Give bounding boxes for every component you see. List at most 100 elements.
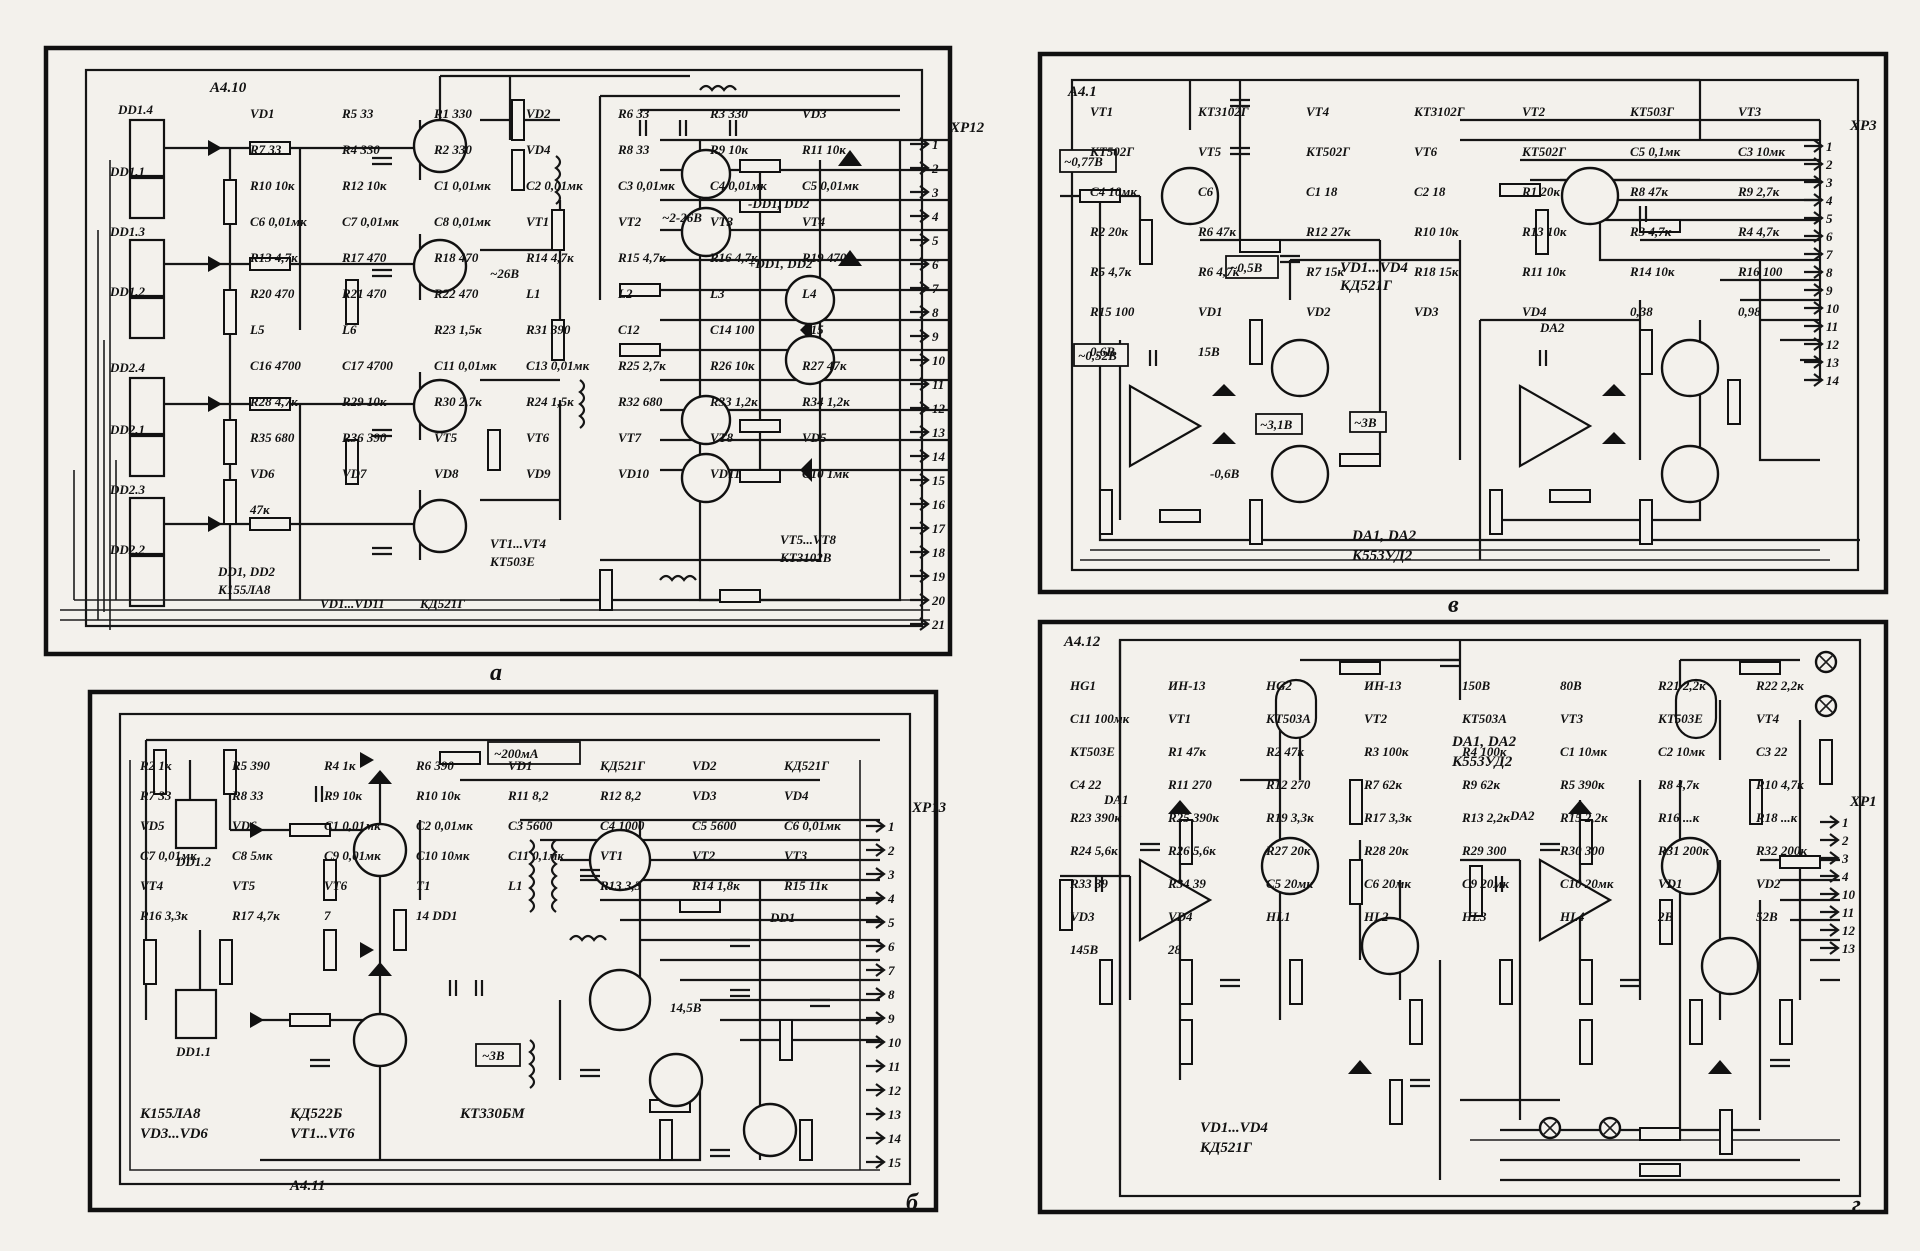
- diode-vd2: [1212, 432, 1236, 444]
- panel-a-transistors: [412, 118, 836, 554]
- part-label: C7 0,01мк: [140, 848, 197, 863]
- part-label: 80В: [1560, 678, 1582, 693]
- resistor: [249, 141, 291, 155]
- panel-b: А4.11 XP13 б DD1.2 DD1.1: [87, 689, 947, 1216]
- part-label: R3 330: [709, 106, 748, 121]
- part-label: VD5: [140, 818, 165, 833]
- part-label: 28: [1167, 942, 1182, 957]
- part-label: R5 390: [231, 758, 270, 773]
- connector-pin-label: 14: [1826, 373, 1840, 388]
- note: DA1, DA2: [1351, 528, 1417, 544]
- part-label: R14 4,7к: [525, 250, 574, 265]
- part-label: R1 330: [433, 106, 472, 121]
- part-label: VD10: [618, 466, 650, 481]
- connector-pin-arrow: [866, 819, 886, 833]
- part-label: T1: [416, 878, 430, 893]
- resistor: [511, 99, 525, 141]
- note: ~200мА: [494, 746, 539, 761]
- panel-a-chips: DD1.4 DD1.1 DD1.3 DD1.2 DD2.4 DD2.1 DD2.…: [109, 102, 166, 608]
- transistor-vt3: [1360, 916, 1420, 976]
- connector-pin-arrow: [910, 209, 930, 223]
- part-label: R7 33: [249, 142, 282, 157]
- part-label: VT1: [1090, 104, 1113, 119]
- connector-pin-arrow: [1804, 301, 1824, 315]
- chip-label: DD1.2: [175, 854, 212, 869]
- part-label: ИН-13: [1167, 678, 1206, 693]
- connector-pin-arrow: [910, 617, 930, 631]
- part-label: HL2: [1363, 909, 1389, 924]
- part-label: VD1: [1198, 304, 1223, 319]
- part-label: R6 33: [617, 106, 650, 121]
- transistor-vt5: [1660, 338, 1720, 398]
- part-label: R29 300: [1461, 843, 1507, 858]
- voltage-note-box: [475, 1043, 521, 1067]
- part-label: C11 0,01мк: [434, 358, 497, 373]
- indicator-tube-hg2: [1674, 678, 1718, 740]
- note: ~3В: [1354, 415, 1377, 430]
- diode-vd4: [208, 516, 222, 532]
- chip-label: DD2.4: [109, 360, 146, 375]
- connector-pin-label: 18: [932, 545, 946, 560]
- part-label: R22 2,2к: [1755, 678, 1804, 693]
- connector-pin-arrow: [866, 1059, 886, 1073]
- resistor: [1409, 999, 1423, 1045]
- part-label: КТ502Г: [1305, 144, 1350, 159]
- resistor: [1349, 779, 1363, 825]
- transformer-t1: [528, 839, 536, 913]
- part-label: C3 10мк: [1738, 144, 1785, 159]
- panel-g-capacitors: [1094, 658, 1790, 1088]
- part-label: C1 10мк: [1560, 744, 1607, 759]
- diode-vd3: [208, 396, 222, 412]
- panel-b-notes: ~200мА ~3В 14,5В DD1 К155ЛА8 VD3...VD6 К…: [139, 746, 795, 1142]
- part-label: R23 1,5к: [433, 322, 482, 337]
- part-label: R33 1,2к: [709, 394, 758, 409]
- panel-v-diodes: [1212, 384, 1626, 444]
- part-label: КТ3102Г: [1197, 104, 1249, 119]
- resistor: [1727, 379, 1741, 425]
- part-label: VD4: [1522, 304, 1547, 319]
- part-label: R17 470: [341, 250, 387, 265]
- part-label: R12 8,2: [599, 788, 642, 803]
- resistor: [1579, 819, 1593, 865]
- part-label: R11 270: [1167, 777, 1212, 792]
- chip-label: DA1: [1103, 792, 1129, 807]
- part-label: VT6: [526, 430, 550, 445]
- connector-pin-arrow: [1804, 265, 1824, 279]
- part-label: R9 62к: [1461, 777, 1500, 792]
- resistor: [1549, 489, 1591, 503]
- resistor: [289, 1013, 331, 1027]
- inductor-l5: [699, 84, 737, 92]
- resistor: [1659, 899, 1673, 945]
- note: ~2-26В: [662, 210, 702, 225]
- part-label: C3 5600: [508, 818, 553, 833]
- connector-pin-arrow: [866, 1155, 886, 1169]
- connector-pin-arrow: [910, 545, 930, 559]
- chip-label: DD1.1: [175, 1044, 211, 1059]
- part-label: R17 4,7к: [231, 908, 280, 923]
- panel-v-capacitors: [1148, 98, 1648, 366]
- part-label: R23 390к: [1069, 810, 1121, 825]
- resistor: [1239, 239, 1281, 253]
- part-label: R8 47к: [1629, 184, 1668, 199]
- note: КТ3102В: [779, 550, 832, 565]
- part-label: R31 200к: [1657, 843, 1709, 858]
- part-label: R36 390: [341, 430, 387, 445]
- part-label: L4: [801, 286, 817, 301]
- part-label: КТ503Г: [1629, 104, 1674, 119]
- part-label: R12 27к: [1305, 224, 1351, 239]
- chip-label: DA2: [1509, 808, 1535, 823]
- part-label: VD4: [1168, 909, 1193, 924]
- resistor: [1159, 509, 1201, 523]
- inductor-l3-l4: [578, 379, 586, 429]
- chip-label: DD2.2: [109, 542, 146, 557]
- connector-pin-arrow: [1804, 337, 1824, 351]
- resistor: [1339, 453, 1381, 467]
- part-label: VT4: [1756, 711, 1780, 726]
- part-label: VD2: [692, 758, 717, 773]
- opamp-da2: [1518, 384, 1593, 468]
- diode-vd1: [1168, 800, 1192, 814]
- chip-label: DD1.4: [117, 102, 154, 117]
- connector-pin-arrow: [910, 401, 930, 415]
